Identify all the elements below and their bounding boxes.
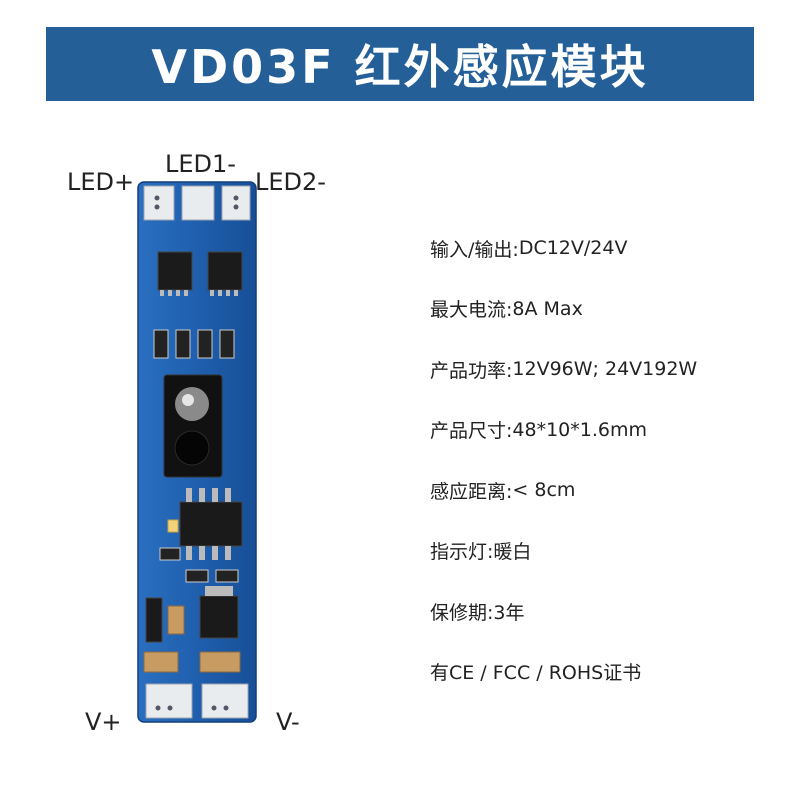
product-title: VD03F 红外感应模块 — [151, 40, 649, 94]
spec-row: 感应距离: < 8cm — [430, 460, 790, 521]
smd-resistor — [215, 569, 239, 583]
spec-label: 输入/输出: — [430, 238, 519, 261]
spec-label: 最大电流: — [430, 299, 513, 322]
spec-row: 产品功率: 12V96W; 24V192W — [430, 339, 790, 400]
spec-label: 感应距离: — [430, 480, 513, 503]
sensor-ic — [179, 488, 243, 560]
spec-value: 12V96W; 24V192W — [512, 358, 698, 381]
capacitor — [167, 605, 185, 635]
resistor-row — [153, 329, 235, 359]
spec-value: DC12V/24V — [518, 237, 628, 260]
spec-value: 3年 — [493, 601, 525, 624]
spec-label: 保修期: — [430, 601, 494, 624]
spec-value: 48*10*1.6mm — [512, 418, 647, 441]
spec-label: 指示灯: — [430, 541, 494, 564]
spec-row: 有CE / FCC / ROHS证书 — [430, 642, 790, 703]
spec-row: 保修期: 3年 — [430, 581, 790, 642]
spec-value: < 8cm — [512, 479, 576, 502]
capacitor — [143, 651, 179, 673]
pin-label-led-plus: LED+ — [67, 168, 135, 196]
spec-value: 8A Max — [512, 297, 583, 320]
spec-list: 输入/输出: DC12V/24V 最大电流: 8A Max 产品功率: 12V9… — [430, 218, 790, 702]
ir-sensor — [163, 374, 223, 478]
top-solder-pads — [143, 185, 251, 221]
smd-resistor — [159, 547, 181, 561]
pin-label-led1-minus: LED1- — [165, 150, 236, 178]
smd-resistor — [185, 569, 209, 583]
bottom-solder-pads — [145, 683, 249, 719]
spec-label: 产品功率: — [430, 359, 513, 382]
spec-value: 暖白 — [493, 541, 532, 564]
spec-row: 产品尺寸: 48*10*1.6mm — [430, 400, 790, 461]
spec-label: 产品尺寸: — [430, 420, 513, 443]
spec-row: 最大电流: 8A Max — [430, 279, 790, 340]
title-banner: VD03F 红外感应模块 — [46, 27, 754, 101]
voltage-regulator — [199, 595, 239, 639]
spec-value: 有CE / FCC / ROHS证书 — [430, 662, 642, 685]
spec-row: 指示灯: 暖白 — [430, 521, 790, 582]
pin-label-led2-minus: LED2- — [255, 168, 326, 196]
diode — [145, 597, 163, 643]
spec-row: 输入/输出: DC12V/24V — [430, 218, 790, 279]
pin-label-v-plus: V+ — [85, 708, 122, 736]
capacitor — [199, 651, 241, 673]
indicator-led — [167, 519, 179, 533]
mosfet-chips — [157, 251, 243, 296]
pin-label-v-minus: V- — [276, 708, 300, 736]
